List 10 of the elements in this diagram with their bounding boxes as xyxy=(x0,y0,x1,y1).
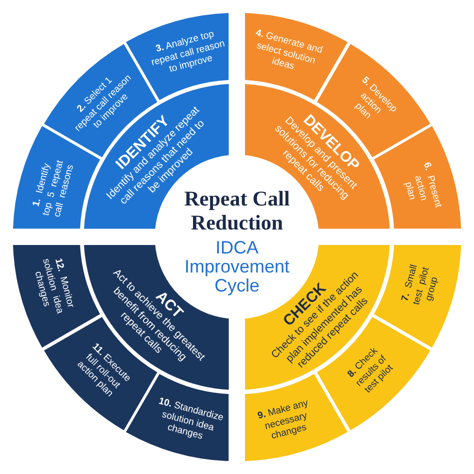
step-label: 6. Present action plan xyxy=(401,160,444,211)
step-segment xyxy=(374,126,461,229)
step-segment xyxy=(245,13,348,100)
diagram-title: Repeat Call Reduction xyxy=(184,186,290,234)
subtitle: IDCA Improvement Cycle xyxy=(184,238,290,296)
step-label: 3. Analyze top repeat call reason to improve xyxy=(148,28,227,78)
step-segment xyxy=(374,245,461,348)
step-label: 4. Generate and select solution ideas xyxy=(254,28,324,75)
step-label: 9. Make any necessary changes xyxy=(256,397,311,444)
step-segment xyxy=(245,374,348,461)
